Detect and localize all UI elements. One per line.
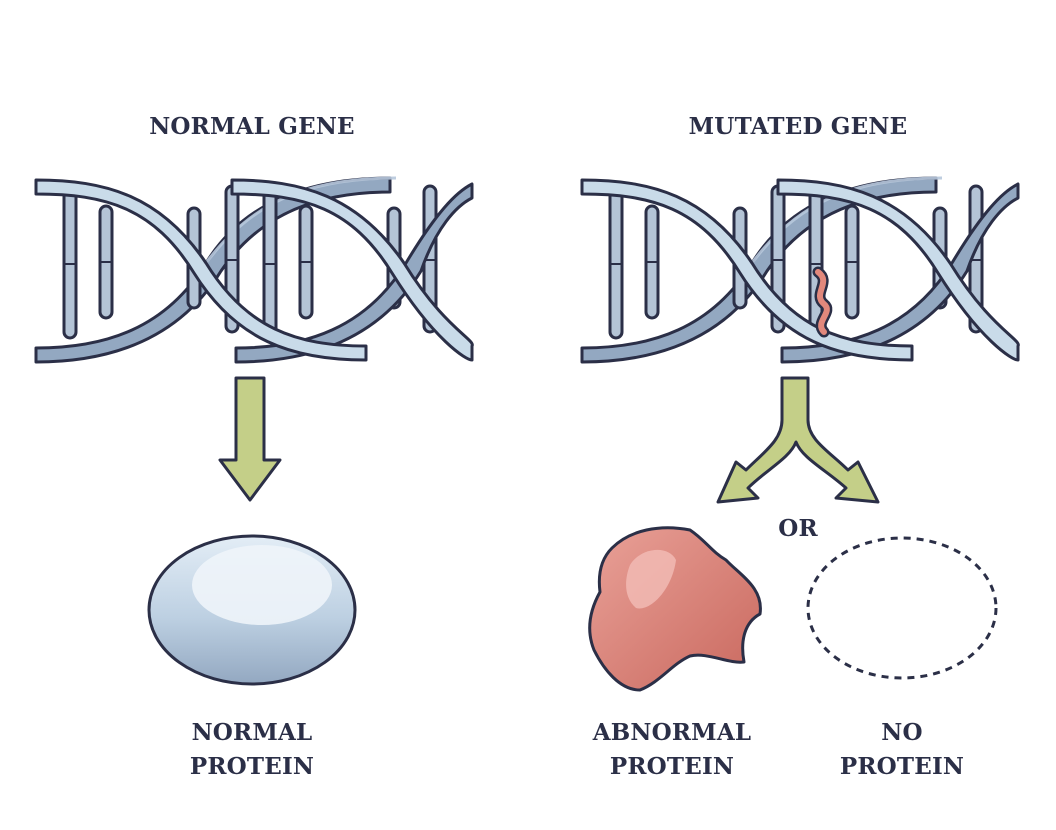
mutated-gene-dna-icon (580, 176, 1020, 364)
normal-gene-dna-icon (34, 176, 474, 364)
normal-protein-label: NORMAL PROTEIN (189, 719, 315, 780)
or-label: OR (778, 515, 818, 542)
abnormal-protein-icon (588, 526, 762, 692)
normal-protein-icon (147, 534, 357, 686)
abnormal-protein-label: ABNORMAL PROTEIN (592, 719, 752, 780)
fork-arrow-icon (716, 376, 880, 504)
mutated-gene-title: MUTATED GENE (688, 113, 908, 140)
normal-gene-title: NORMAL GENE (149, 113, 355, 140)
no-protein-label: NO PROTEIN (839, 719, 965, 780)
down-arrow-icon (218, 376, 282, 502)
no-protein-outline (806, 536, 998, 680)
